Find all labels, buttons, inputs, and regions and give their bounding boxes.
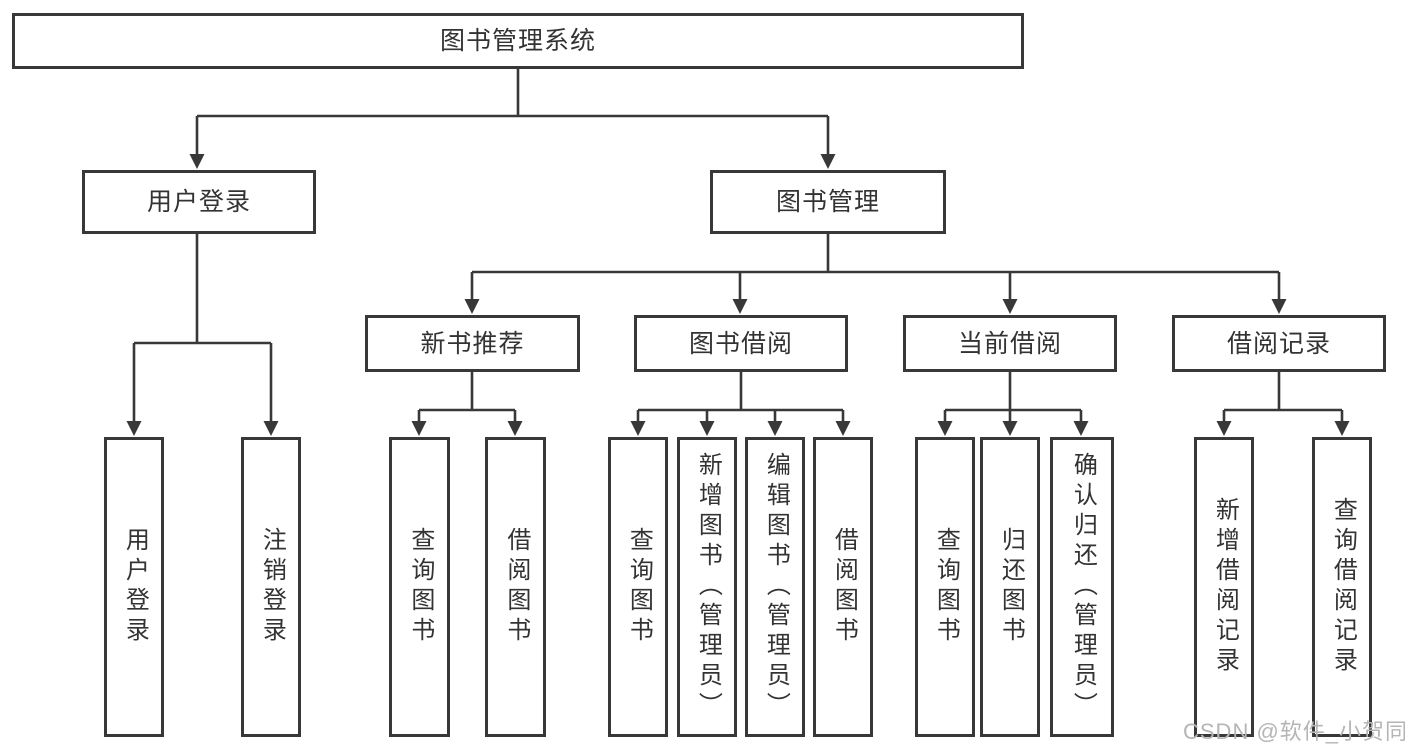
edge-book-borrow-bus: [638, 372, 843, 412]
leaf-borrow-books-2: 借阅图书: [813, 437, 873, 737]
leaf-edit-book-admin: 编辑图书（管理员）: [745, 437, 805, 737]
leaf-add-borrow-record: 新增借阅记录: [1194, 437, 1254, 737]
edge-user-login-bus: [134, 234, 271, 345]
leaf-query-books-borrow: 查询图书: [608, 437, 668, 737]
leaf-query-books-recommend: 查询图书: [389, 437, 450, 737]
node-borrowing-records: 借阅记录: [1172, 315, 1386, 372]
leaf-query-borrow-record: 查询借阅记录: [1312, 437, 1372, 737]
edge-current-borrow-bus: [945, 372, 1081, 412]
leaf-query-books-current: 查询图书: [915, 437, 975, 737]
edge-book-management-bus: [472, 234, 1279, 274]
node-user-login: 用户登录: [82, 170, 316, 234]
csdn-watermark: CSDN @软件_小贺同学: [1183, 719, 1405, 744]
leaf-logout: 注销登录: [241, 437, 301, 737]
node-current-borrowing: 当前借阅: [903, 315, 1117, 372]
leaf-add-book-admin: 新增图书（管理员）: [677, 437, 737, 737]
leaf-return-book: 归还图书: [980, 437, 1040, 737]
node-library-management-system: 图书管理系统: [12, 13, 1024, 69]
node-book-management: 图书管理: [710, 170, 946, 234]
leaf-borrow-books-recommend: 借阅图书: [485, 437, 546, 737]
edge-borrow-records-bus: [1224, 372, 1342, 412]
edge-new-book-bus: [419, 372, 515, 412]
edge-root-bus: [197, 69, 828, 118]
node-new-book-recommendation: 新书推荐: [365, 315, 580, 372]
leaf-user-login: 用户登录: [104, 437, 164, 737]
node-book-borrowing: 图书借阅: [634, 315, 848, 372]
leaf-confirm-return-admin: 确认归还（管理员）: [1050, 437, 1114, 737]
